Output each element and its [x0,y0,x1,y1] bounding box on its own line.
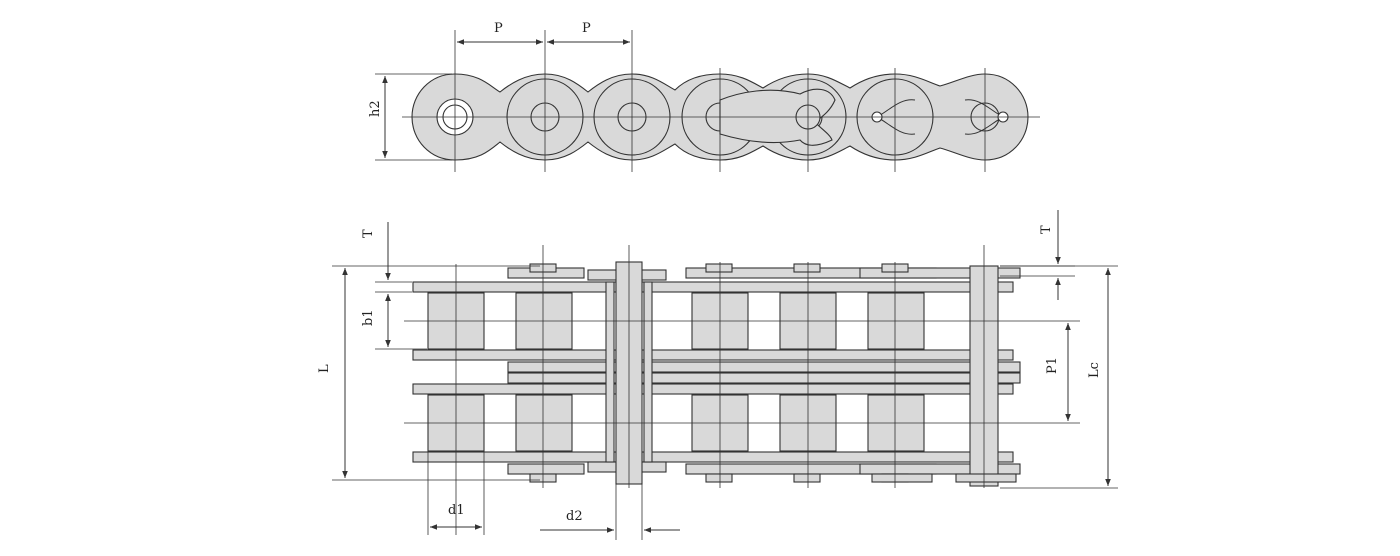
top-view-pin-head [705,263,733,273]
inner-width-label: b1 [361,309,376,326]
top-view-middle-plate [507,361,1021,373]
top-view-pin-shank [605,281,615,463]
top-view-pin-head [705,473,733,483]
pitch-label: P [494,21,503,36]
plate-height-label: h2 [368,100,383,117]
top-view-inner-plate [412,349,1014,361]
connecting-pin-length-label: Lc [1087,362,1102,378]
top-view-pin-head [955,473,1017,483]
top-view-outer-plate [859,463,1021,475]
overall-length-label: L [317,364,332,373]
pin-diameter-label: d2 [566,509,583,524]
top-view-inner-plate [412,383,1014,395]
top-view-plate-rows [412,281,1021,463]
top-view-pin-head [793,473,821,483]
plate-thickness-label-right: T [1039,225,1054,234]
transverse-pitch-label: P1 [1045,357,1060,374]
top-view-inner-plate [412,451,1014,463]
side-view: P P h2 [368,21,1040,172]
top-view-outer-plate [507,463,585,475]
top-view-pin-head [871,473,933,483]
top-view-middle-plate [507,372,1021,384]
top-view-outer-plate [859,267,1021,279]
plate-thickness-label-left: T [361,229,376,238]
top-view: L T b1 T P1 Lc d1 d2 [317,210,1118,540]
top-view-pin-head [793,263,821,273]
top-view-pin-shank [643,281,653,463]
roller-diameter-label: d1 [448,503,465,518]
top-view-inner-plate [412,281,1014,293]
pitch-label: P [582,21,591,36]
